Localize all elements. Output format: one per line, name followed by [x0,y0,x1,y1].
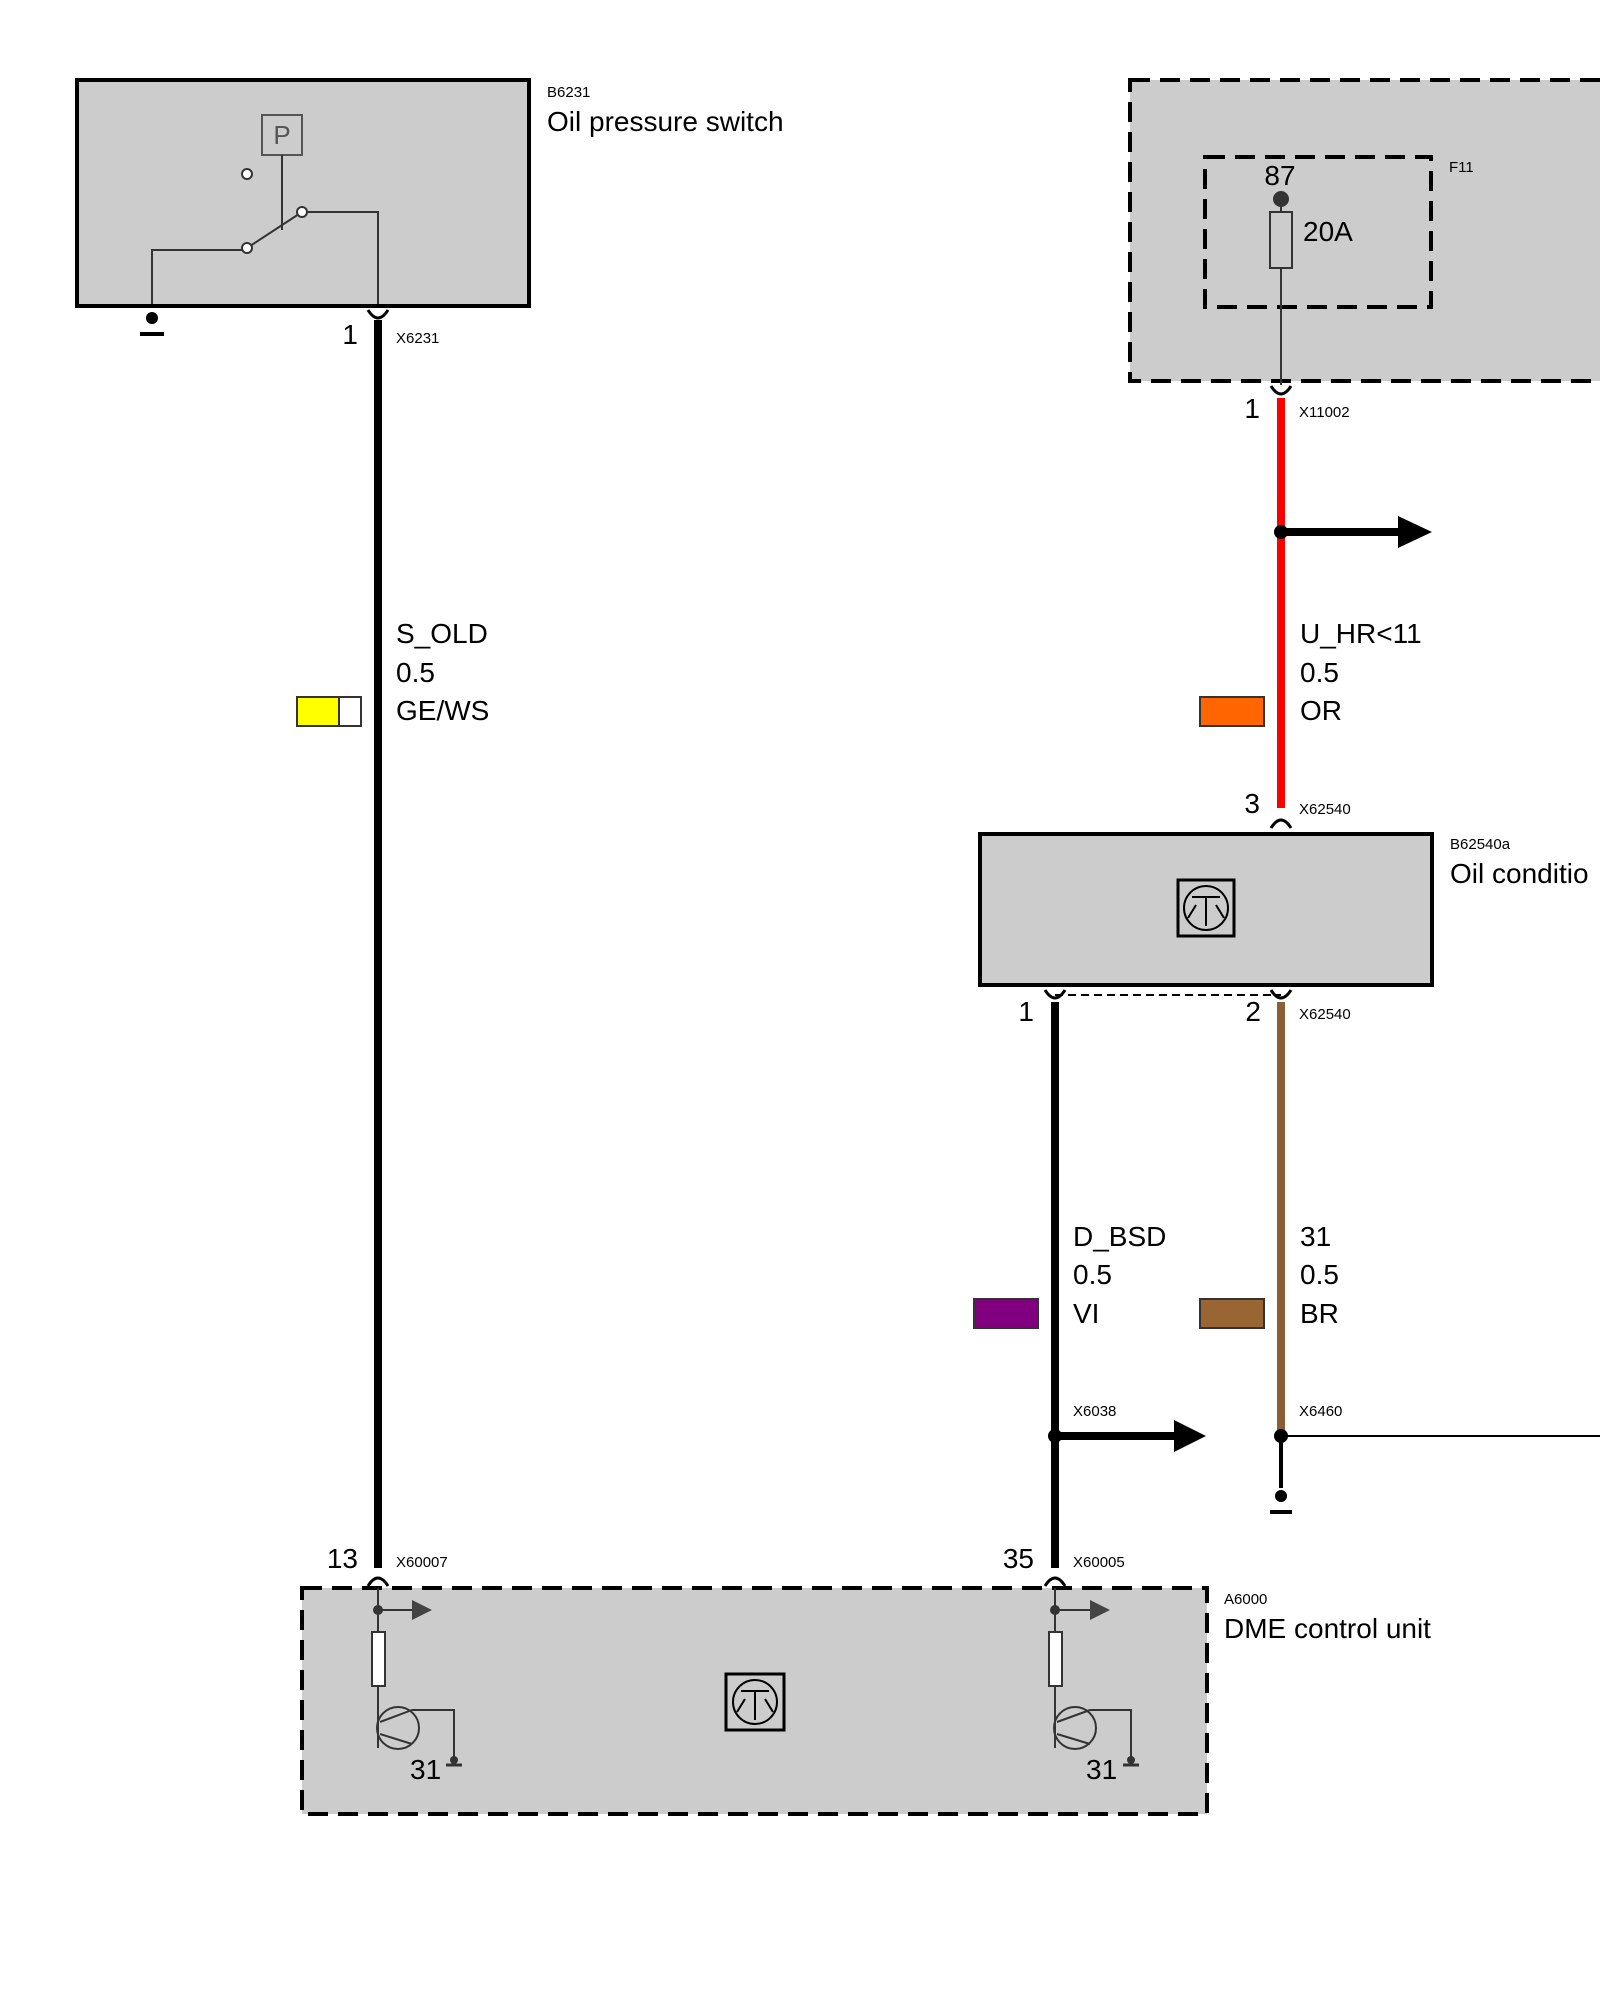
wire-u-hr-swatch [1199,696,1265,727]
ground-icon [1270,1490,1292,1514]
ground-label-right: 31 [1086,1754,1117,1785]
wire-ground-31-color: BR [1300,1298,1339,1329]
oil-pressure-switch-box [75,78,531,308]
pin-x60005: 35 [1003,1543,1034,1574]
pin-x62540-2: 2 [1245,996,1261,1027]
switch-contact-icon [151,155,379,304]
wire-s-old-signal: S_OLD [396,618,488,649]
connector-x62540-bottom: 1 2 X62540 [1018,989,1351,1027]
component-name-oil-pressure-switch: Oil pressure switch [547,106,784,137]
connector-x60005: 35 X60005 [1003,1543,1125,1587]
wire-u-hr: U_HR<11 0.5 OR [1199,398,1432,808]
component-name-dme-control-unit: DME control unit [1224,1613,1431,1644]
pin-x11002: 1 [1244,393,1260,424]
connector-id-x60005: X60005 [1073,1554,1125,1571]
wire-ground-31: 31 0.5 BR X6460 [1199,1002,1600,1514]
pin-x6231: 1 [342,319,358,350]
wire-d-bsd-signal: D_BSD [1073,1221,1166,1252]
connector-x62540-top: 3 X62540 [1244,788,1351,829]
oil-condition-sensor: B62540a Oil conditio [978,832,1589,987]
connector-id-x6460: X6460 [1299,1403,1342,1420]
fuse-f11-frame [1203,155,1433,309]
fuse-box-housing [1128,78,1600,383]
pin-x62540-3: 3 [1244,788,1260,819]
ground-label-left: 31 [410,1754,441,1785]
transistor-icon [1176,878,1236,938]
input-stage-icon [1048,1588,1139,1767]
wire-d-bsd: D_BSD 0.5 VI X6038 [973,1002,1206,1568]
fuse-terminal-label: 87 [1264,160,1295,191]
pin-x62540-1: 1 [1018,996,1034,1027]
dme-control-unit: A6000 DME control unit 31 [300,1586,1431,1816]
component-id-b62540a: B62540a [1450,836,1511,853]
fuse-rating: 20A [1303,216,1353,247]
wire-u-hr-signal: U_HR<11 [1300,618,1422,649]
wire-d-bsd-color: VI [1073,1298,1099,1329]
transistor-icon [724,1672,786,1732]
wire-s-old-swatch [296,696,362,727]
connector-x11002: 1 X11002 [1244,385,1350,424]
wire-ground-31-gauge: 0.5 [1300,1259,1339,1290]
wire-s-old-color: GE/WS [396,695,489,726]
ground-icon [140,312,164,336]
connector-id-x62540-bottom: X62540 [1299,1006,1351,1023]
connector-id-x60007: X60007 [396,1554,448,1571]
fuse-id-f11: F11 [1449,159,1474,176]
connector-x60007: 13 X60007 [327,1543,448,1587]
connector-id-x62540-top: X62540 [1299,801,1351,818]
wire-s-old-gauge: 0.5 [396,657,435,688]
arrow-right-icon [1174,1420,1206,1452]
connector-id-x6038: X6038 [1073,1403,1116,1420]
connector-id-x6231: X6231 [396,330,439,347]
input-stage-icon [371,1588,462,1767]
pin-x60007: 13 [327,1543,358,1574]
wire-d-bsd-swatch [973,1298,1039,1329]
wire-u-hr-gauge: 0.5 [1300,657,1339,688]
wire-u-hr-color: OR [1300,695,1342,726]
wire-ground-31-signal: 31 [1300,1221,1331,1252]
component-id-b6231: B6231 [547,84,590,101]
wire-s-old: S_OLD 0.5 GE/WS [296,320,489,1568]
connector-id-x11002: X11002 [1299,404,1350,421]
wire-d-bsd-gauge: 0.5 [1073,1259,1112,1290]
component-name-oil-condition: Oil conditio [1450,858,1589,889]
connector-x6231: 1 X6231 [342,309,439,350]
wire-ground-31-swatch [1199,1298,1265,1329]
fuse-box: F11 87 20A [1128,78,1600,385]
arrow-right-icon [1398,516,1432,548]
component-id-a6000: A6000 [1224,1591,1267,1608]
pressure-symbol-label: P [273,120,290,150]
oil-pressure-switch: P B6231 Oil pressure switch [75,78,784,336]
